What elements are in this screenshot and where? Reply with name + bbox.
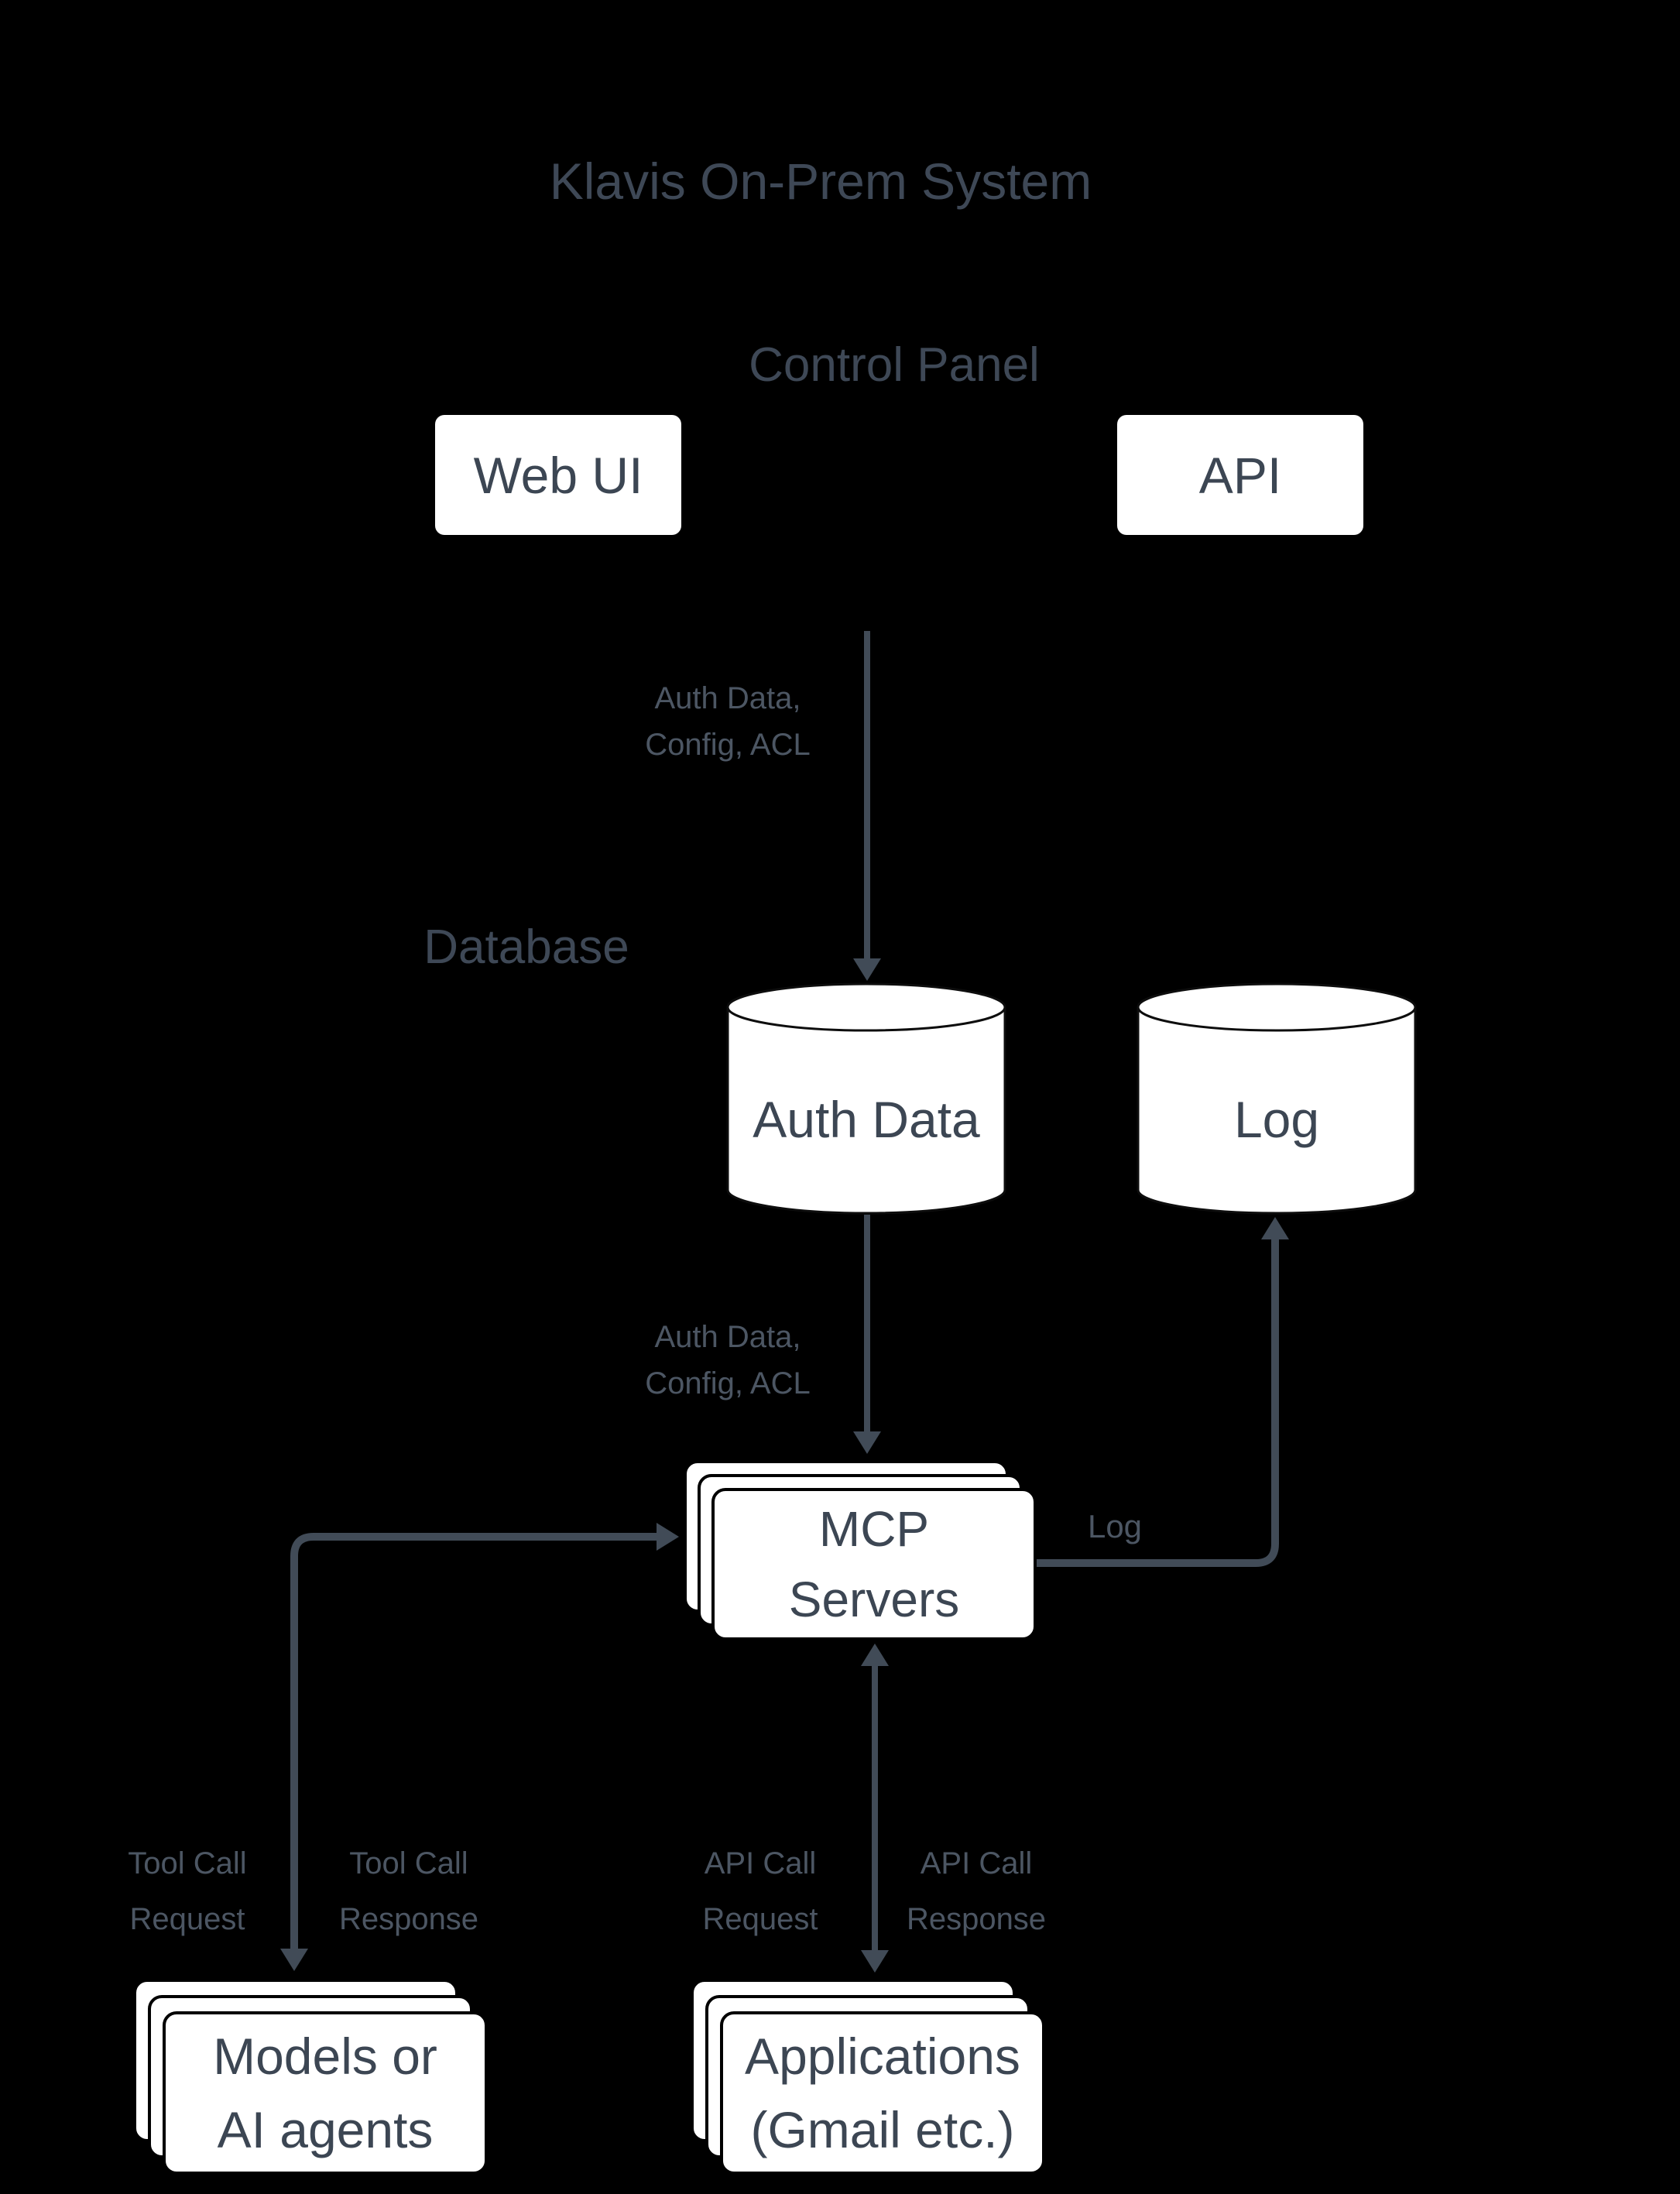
edge-label-tool-call-response: Tool Call Response <box>339 1836 478 1947</box>
authdata-cylinder-rim <box>726 1006 1006 1032</box>
edge-label-tool-call-request-line1: Tool Call <box>128 1846 247 1880</box>
node-models: Models or AI agents <box>163 2011 488 2175</box>
arrowhead-down-mcp <box>853 1431 881 1454</box>
node-models-line2: AI agents <box>217 2100 434 2158</box>
edge-label-api-call-request-line1: API Call <box>704 1846 817 1880</box>
node-applications-line2: (Gmail etc.) <box>750 2100 1015 2158</box>
arrowhead-up-log <box>1261 1217 1289 1239</box>
edge-label-auth-to-mcp-line2: Config, ACL <box>645 1366 811 1400</box>
node-web-ui-label: Web UI <box>473 446 643 504</box>
edge-label-api-call-response-line1: API Call <box>920 1846 1033 1880</box>
node-models-line1: Models or <box>213 2027 437 2085</box>
node-api-label: API <box>1198 446 1282 504</box>
diagram-title: Klavis On-Prem System <box>549 153 1092 210</box>
arrow-mcp-to-log-elbow <box>1037 1236 1279 1567</box>
log-cylinder-rim <box>1137 1006 1417 1032</box>
edge-label-auth-to-mcp: Auth Data, Config, ACL <box>645 1314 810 1407</box>
arrowhead-right-mcp <box>657 1523 679 1551</box>
section-heading-database: Database <box>423 920 629 974</box>
node-api: API <box>1117 415 1363 535</box>
edge-label-api-call-response: API Call Response <box>907 1836 1046 1947</box>
edge-label-api-call-request-line2: Request <box>702 1902 818 1936</box>
edge-label-cp-to-auth: Auth Data, Config, ACL <box>645 675 810 768</box>
edge-label-tool-call-response-line2: Response <box>338 1902 479 1936</box>
arrowhead-down-models <box>280 1949 308 1971</box>
node-applications-line1: Applications <box>745 2027 1020 2085</box>
arrowhead-down-applications <box>861 1950 889 1973</box>
edge-label-tool-call-response-line1: Tool Call <box>349 1846 468 1880</box>
arrowhead-down-authdata <box>853 958 881 981</box>
node-applications: Applications (Gmail etc.) <box>720 2011 1045 2175</box>
edge-label-cp-to-auth-line2: Config, ACL <box>645 728 811 762</box>
node-log-label: Log <box>1233 1091 1320 1148</box>
edge-label-tool-call-request: Tool Call Request <box>128 1836 246 1947</box>
edge-label-api-call-request: API Call Request <box>703 1836 818 1947</box>
edge-label-log: Log <box>1087 1508 1143 1544</box>
node-web-ui: Web UI <box>435 415 681 535</box>
edge-label-cp-to-auth-line1: Auth Data, <box>654 681 801 715</box>
node-mcp-servers-line2: Servers <box>788 1571 960 1627</box>
edge-label-tool-call-request-line2: Request <box>129 1902 245 1936</box>
log-cylinder <box>1137 982 1417 1215</box>
arrowhead-up-mcp <box>861 1644 889 1666</box>
edge-label-auth-to-mcp-line1: Auth Data, <box>654 1320 801 1354</box>
node-mcp-servers-line1: MCP <box>818 1500 930 1557</box>
authdata-cylinder <box>726 982 1006 1215</box>
section-heading-control-panel: Control Panel <box>749 338 1040 392</box>
arrow-models-mcp-elbow <box>290 1533 657 1952</box>
edge-label-api-call-response-line2: Response <box>906 1902 1047 1936</box>
node-mcp-servers: MCP Servers <box>711 1488 1037 1640</box>
node-authdata-label: Auth Data <box>753 1091 980 1148</box>
